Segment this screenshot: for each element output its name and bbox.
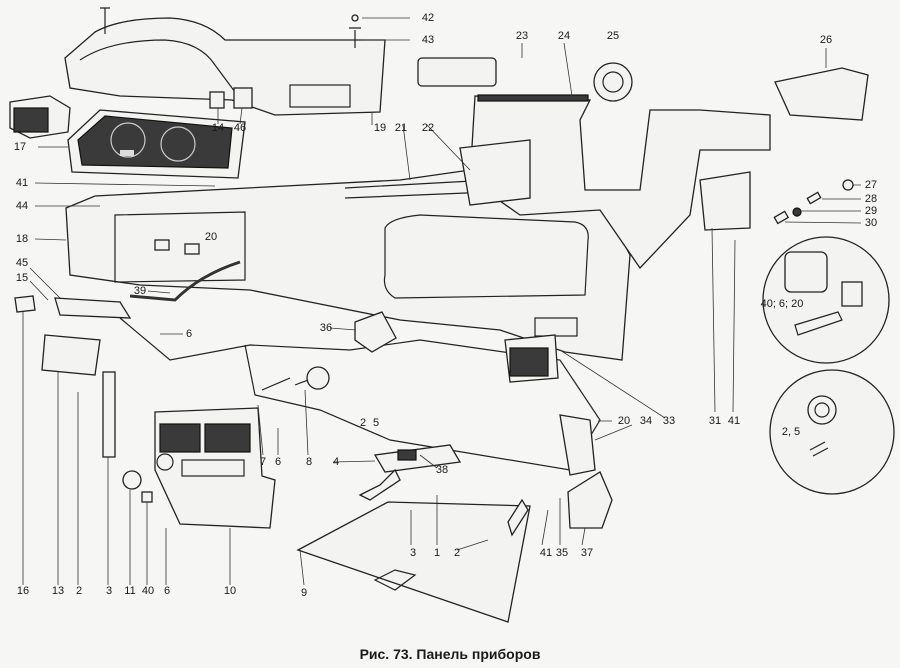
wire-part: [129, 260, 241, 302]
switch-part: [209, 91, 225, 109]
callout-10: 10: [223, 585, 237, 597]
callout-38: 38: [435, 464, 449, 476]
cap-part: [14, 295, 36, 313]
glovebox-lid-part: [296, 501, 531, 623]
end-piece-part: [559, 414, 596, 476]
callout-3: 3: [105, 585, 113, 597]
knob-part: [122, 470, 142, 490]
callout-46: 46: [233, 122, 247, 134]
callout-39: 39: [133, 285, 147, 297]
callout-31: 31: [708, 415, 722, 427]
instrument-hood-part: [64, 17, 386, 116]
switch-part: [233, 87, 253, 109]
callout-18: 18: [15, 233, 29, 245]
callout-41: 41: [727, 415, 741, 427]
callout-27: 27: [864, 179, 878, 191]
left-air-vent-part: [9, 95, 71, 139]
center-console-part: [154, 407, 276, 529]
bracket-part: [354, 311, 397, 353]
callout-28: 28: [864, 193, 878, 205]
callout-2: 2: [75, 585, 83, 597]
callout-11: 11: [124, 585, 136, 597]
callout-4: 4: [332, 456, 340, 468]
callout-41: 41: [15, 177, 29, 189]
callout-40: 40: [141, 585, 155, 597]
callout-1: 1: [433, 547, 441, 559]
callout-2: 2: [359, 417, 367, 429]
inset-label-40-6-20: 40; 6; 20: [760, 298, 804, 310]
callout-14: 14: [211, 122, 225, 134]
callout-19: 19: [373, 122, 387, 134]
callout-45: 45: [15, 257, 29, 269]
callout-33: 33: [662, 415, 676, 427]
callout-3: 3: [409, 547, 417, 559]
leader-lines: [22, 17, 862, 586]
detail-inset-lamp: [769, 369, 895, 495]
callout-13: 13: [51, 585, 65, 597]
callout-7: 7: [259, 456, 267, 468]
callout-6: 6: [185, 328, 193, 340]
callout-23: 23: [515, 30, 529, 42]
callout-6: 6: [274, 456, 282, 468]
callout-25: 25: [606, 30, 620, 42]
callout-44: 44: [15, 200, 29, 212]
callout-42: 42: [421, 12, 435, 24]
rod-part: [102, 371, 116, 458]
motor-part: [306, 366, 330, 390]
callout-36: 36: [319, 322, 333, 334]
screw-part: [100, 7, 361, 48]
callout-37: 37: [580, 547, 594, 559]
callout-21: 21: [394, 122, 408, 134]
callout-15: 15: [15, 272, 29, 284]
callout-30: 30: [864, 217, 878, 229]
figure-caption: Рис. 73. Панель приборов: [359, 646, 541, 662]
callout-43: 43: [421, 34, 435, 46]
callout-16: 16: [16, 585, 30, 597]
side-cover-part: [567, 471, 613, 529]
callout-26: 26: [819, 34, 833, 46]
callout-34: 34: [639, 415, 653, 427]
ring-part: [593, 62, 633, 102]
callout-8: 8: [305, 456, 313, 468]
callout-6: 6: [163, 585, 171, 597]
callout-41: 41: [539, 547, 553, 559]
callout-5: 5: [372, 417, 380, 429]
callout-17: 17: [13, 141, 27, 153]
right-air-vent-part: [504, 334, 559, 383]
callout-20: 20: [617, 415, 631, 427]
callout-35: 35: [555, 547, 569, 559]
callout-20: 20: [204, 231, 218, 243]
air-duct-parts: [417, 57, 869, 270]
callout-24: 24: [557, 30, 571, 42]
callout-9: 9: [300, 587, 308, 599]
inset-label-2-5: 2, 5: [781, 426, 801, 438]
callout-29: 29: [864, 205, 878, 217]
instrument-cluster-part: [67, 109, 246, 179]
callout-2: 2: [453, 547, 461, 559]
dashboard-main-part: [65, 169, 631, 361]
lid-4-part: [373, 444, 462, 473]
callout-22: 22: [421, 122, 435, 134]
